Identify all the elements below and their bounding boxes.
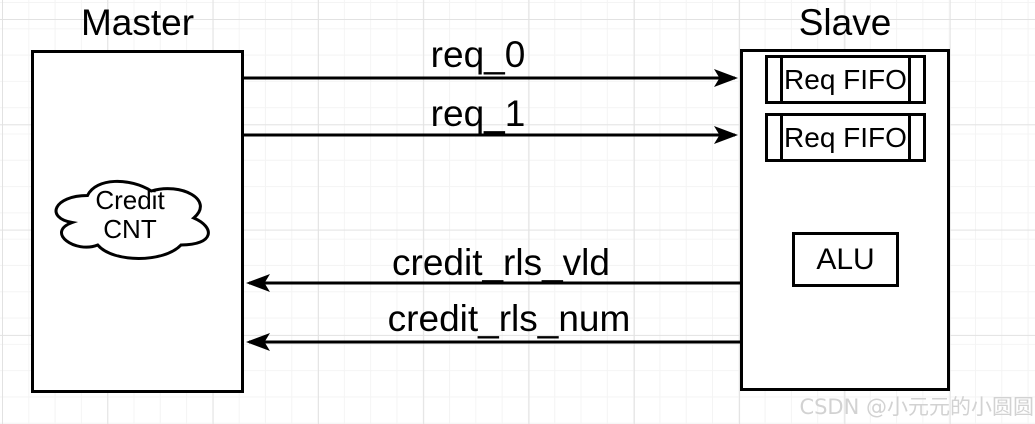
alu-box: ALU <box>792 232 899 287</box>
alu-label: ALU <box>816 242 875 276</box>
signal-label-req-1: req_1 <box>430 93 526 134</box>
credit-cnt-label-line2: CNT <box>103 214 157 244</box>
master-title: Master <box>80 2 195 43</box>
credit-cnt-cloud-shape <box>54 179 210 260</box>
master-box: Credit CNT <box>31 50 244 393</box>
req-fifo-1-label: Req FIFO <box>784 121 907 153</box>
watermark-text: CSDN @小元元的小圆圆 <box>799 395 1034 419</box>
credit-cnt-label: Credit CNT <box>42 186 218 244</box>
req-fifo-0-label: Req FIFO <box>784 63 907 95</box>
slave-box: Req FIFO Req FIFO ALU <box>740 49 950 391</box>
signal-label-req-0: req_0 <box>430 34 526 75</box>
credit-cnt-label-line1: Credit <box>95 185 165 215</box>
req-fifo-0: Req FIFO <box>765 55 926 104</box>
signal-label-credit-rls-vld: credit_rls_vld <box>392 242 610 283</box>
req-fifo-1: Req FIFO <box>765 113 926 162</box>
slave-title: Slave <box>798 2 892 43</box>
signal-label-credit-rls-num: credit_rls_num <box>387 298 631 339</box>
